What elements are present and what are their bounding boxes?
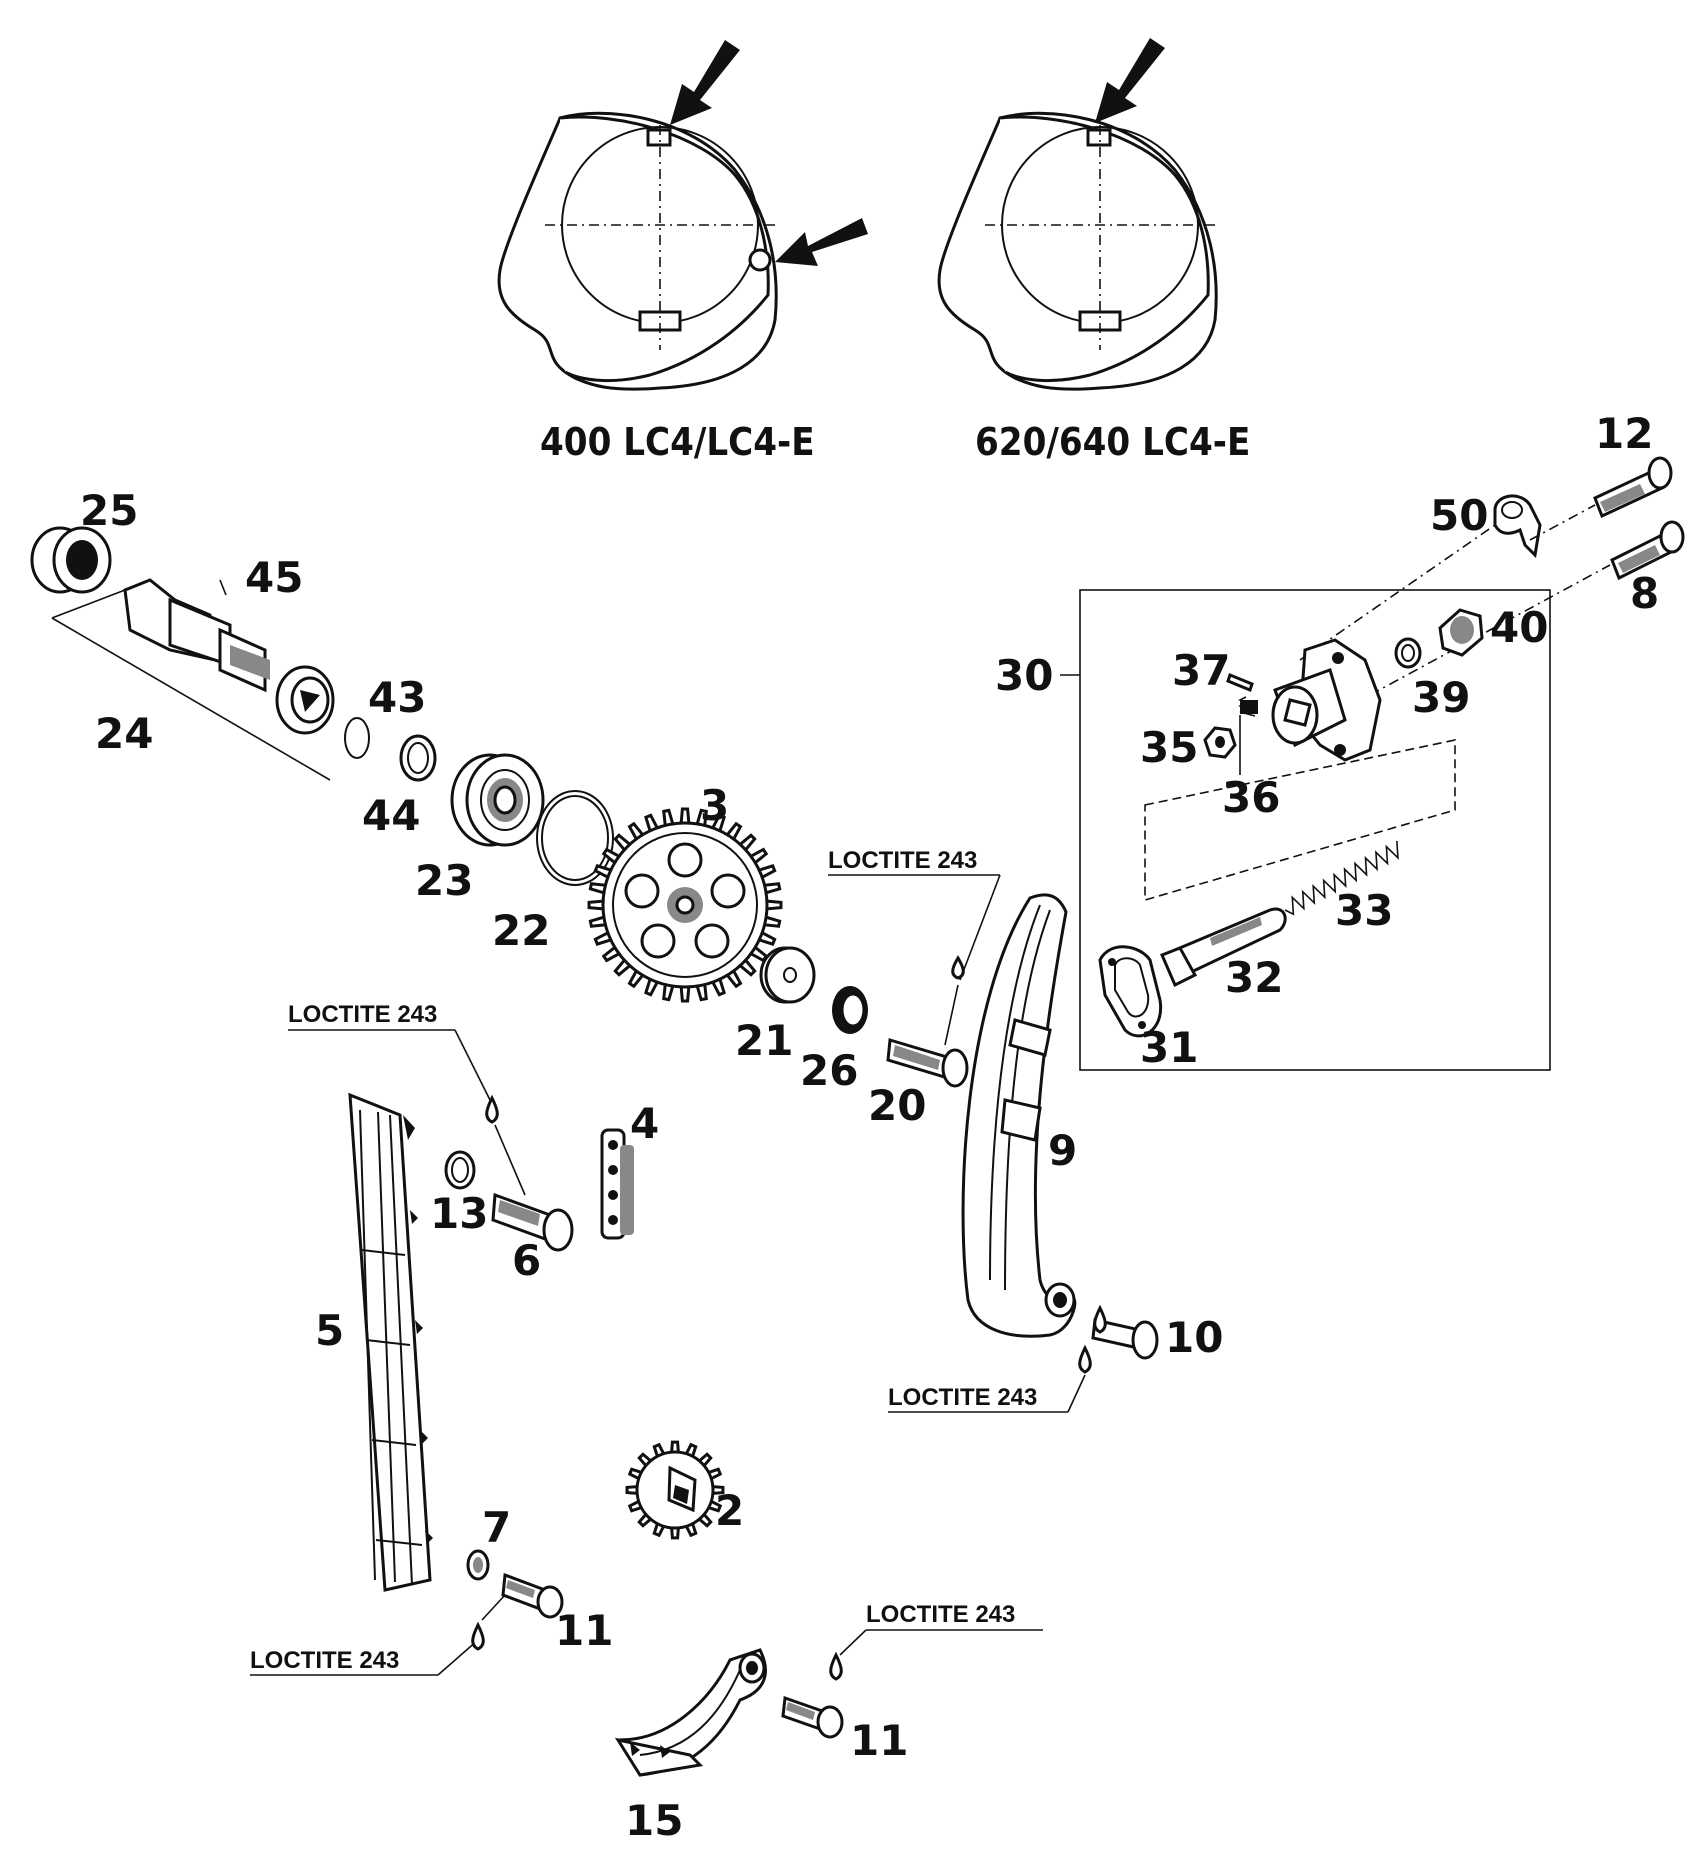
variant-label-400: 400 LC4/LC4-E [540,420,815,464]
loctite-label: LOCTITE 243 [250,1647,399,1674]
part-25-needle-bearing [30,526,112,594]
part-45-key [219,579,227,596]
camshaft-sprocket-hub [275,665,335,735]
part-50-cable-clip [1493,494,1542,559]
callout-11-lower: 11 [850,1716,908,1765]
loctite-note-guide-screw-upper: LOCTITE 243 [250,1594,506,1676]
callout-13: 13 [430,1189,488,1238]
callout-33: 33 [1335,886,1393,935]
part-24-camshaft [123,578,270,693]
callout-8: 8 [1630,569,1659,618]
part-30-tensioner-assembly-box [1079,589,1551,1071]
cam-lobe-variant-400: 400 LC4/LC4-E [497,40,868,464]
part-26-nut [832,986,868,1034]
part-12-screw [1593,456,1673,519]
callout-37: 37 [1172,646,1230,695]
part-40-screw-plug [1438,608,1484,657]
loctite-label: LOCTITE 243 [828,847,977,874]
callout-32: 32 [1225,953,1283,1002]
part-35-nut [1203,726,1237,759]
part-20-bolt [886,1038,969,1088]
part-31-gasket [1098,945,1163,1038]
callout-24: 24 [95,709,153,758]
loctite-note-guide-bolt: LOCTITE 243 [288,1001,526,1196]
callout-26: 26 [800,1046,858,1095]
part-9-tensioning-rail [961,893,1077,1338]
part-36-spring [1238,696,1258,717]
callout-7: 7 [482,1503,511,1552]
callout-31: 31 [1140,1023,1198,1072]
callout-43: 43 [368,673,426,722]
callout-45: 45 [245,553,303,602]
part-37-pin [1226,673,1254,692]
callout-15: 15 [625,1796,683,1845]
callout-23: 23 [415,856,473,905]
callout-40: 40 [1490,603,1548,652]
part-23-ball-bearing [450,753,545,847]
loctite-droplet-icon [1078,1344,1092,1374]
part-21-washer [759,946,816,1004]
callout-4: 4 [630,1099,659,1148]
part-15-lower-chain-guide [614,1648,767,1777]
callout-2: 2 [715,1486,744,1535]
part-33-spring [1284,840,1399,916]
loctite-droplet-icon [829,1651,843,1681]
part-2-crankshaft-sprocket [625,1440,725,1540]
callout-25: 25 [80,486,138,535]
arrow-icon [1095,38,1165,123]
variant-label-620-640: 620/640 LC4-E [975,420,1250,464]
callout-3: 3 [700,781,729,830]
part-5-chain-guide-rail [348,1092,433,1592]
loctite-label: LOCTITE 243 [866,1601,1015,1628]
callout-9: 9 [1048,1126,1077,1175]
part-4-timing-chain [600,1128,634,1240]
callout-5: 5 [315,1306,344,1355]
callout-35: 35 [1140,723,1198,772]
tensioner-housing [1271,638,1382,762]
loctite-label: LOCTITE 243 [888,1384,1037,1411]
part-11-guide-screw-lower [781,1695,844,1739]
callout-44: 44 [362,791,420,840]
callout-11-upper: 11 [555,1606,613,1655]
callout-30: 30 [995,651,1053,700]
loctite-label: LOCTITE 243 [288,1001,437,1028]
loctite-note-guide-screw-lower: LOCTITE 243 [829,1601,1043,1681]
callout-10: 10 [1165,1313,1223,1362]
loctite-droplet-icon [485,1094,499,1124]
loctite-droplet-icon [951,955,965,980]
loctite-note-rail-bolt: LOCTITE 243 [888,1304,1107,1413]
part-6-guide-bolt [491,1192,574,1252]
part-43-circlip [344,717,370,759]
callout-21: 21 [735,1016,793,1065]
loctite-droplet-icon [1093,1304,1107,1334]
arrow-icon [775,218,868,266]
callout-numbers: 25 45 24 43 44 23 22 3 21 26 20 4 13 6 5… [80,409,1659,1845]
part-7-dowel [466,1549,490,1581]
callout-12: 12 [1595,409,1653,458]
callout-22: 22 [492,906,550,955]
part-32-tensioner-piston [1160,907,1287,988]
part-44-shim [399,734,437,782]
callout-6: 6 [512,1236,541,1285]
loctite-droplet-icon [471,1621,485,1651]
part-13-washer [444,1150,476,1190]
callout-50: 50 [1430,491,1488,540]
part-8-screw [1610,520,1685,581]
loctite-note-sprocket-bolt: LOCTITE 243 [828,847,1001,1046]
part-39-seal-ring [1394,637,1422,669]
part-11-guide-screw-upper [501,1572,564,1619]
callout-36: 36 [1222,773,1280,822]
callout-20: 20 [868,1081,926,1130]
part-3-camshaft-sprocket [587,807,783,1003]
part-22-retaining-ring [536,790,614,886]
callout-39: 39 [1412,673,1470,722]
arrow-icon [670,40,740,125]
cam-lobe-variant-620-640: 620/640 LC4-E [937,38,1250,464]
